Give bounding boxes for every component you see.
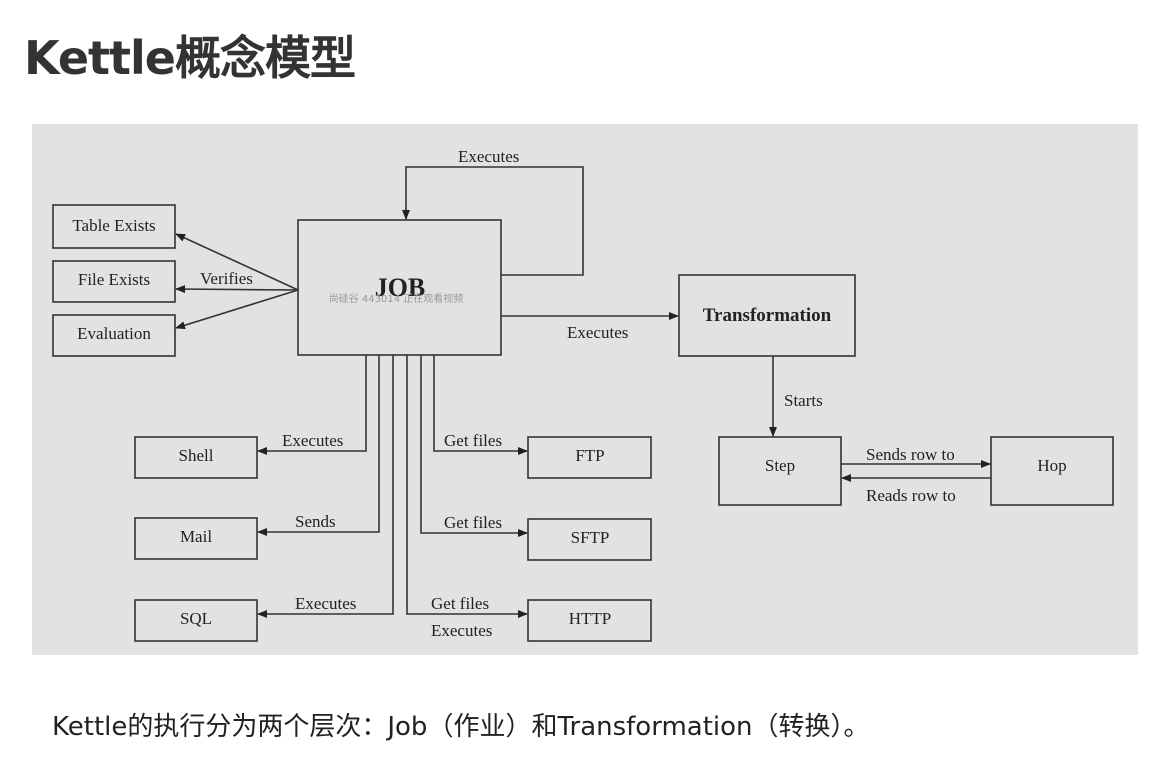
- node-step: Step: [718, 436, 842, 506]
- node-hop: Hop: [990, 436, 1114, 506]
- svg-text:File Exists: File Exists: [78, 270, 150, 289]
- svg-text:SQL: SQL: [180, 609, 212, 628]
- svg-text:FTP: FTP: [575, 446, 604, 465]
- svg-text:Get files: Get files: [431, 594, 489, 613]
- svg-text:Executes: Executes: [282, 431, 343, 450]
- node-ftp: FTP: [527, 436, 652, 479]
- diagram-background: [32, 124, 1138, 655]
- svg-text:Starts: Starts: [784, 391, 823, 410]
- svg-text:Executes: Executes: [431, 621, 492, 640]
- edge-job-loop: Executes: [402, 147, 584, 276]
- page-title: Kettle概念模型: [24, 31, 356, 85]
- svg-text:Get files: Get files: [444, 513, 502, 532]
- edge-mail: Sends: [257, 355, 380, 536]
- edge-reads-row: Reads row to: [841, 474, 991, 505]
- svg-text:HTTP: HTTP: [569, 609, 612, 628]
- node-table-exists: Table Exists: [52, 204, 176, 249]
- svg-text:Sends row to: Sends row to: [866, 445, 955, 464]
- svg-text:Executes: Executes: [567, 323, 628, 342]
- svg-text:Evaluation: Evaluation: [77, 324, 151, 343]
- svg-text:Mail: Mail: [180, 527, 212, 546]
- edge-sends-row: Sends row to: [841, 445, 991, 468]
- node-sftp: SFTP: [527, 518, 652, 561]
- edge-shell: Executes: [257, 355, 367, 455]
- svg-text:Executes: Executes: [295, 594, 356, 613]
- svg-text:Transformation: Transformation: [703, 305, 832, 326]
- node-http: HTTP: [527, 599, 652, 642]
- edge-starts: Starts: [769, 356, 823, 437]
- edge-http: Get files Executes: [406, 355, 528, 640]
- node-transformation: Transformation: [678, 274, 856, 357]
- svg-text:Hop: Hop: [1037, 456, 1066, 475]
- edge-sql: Executes: [257, 355, 394, 618]
- watermark: 尚硅谷 443014 正在观看视频: [329, 292, 464, 305]
- svg-text:Verifies: Verifies: [200, 269, 253, 288]
- svg-text:JOB: JOB: [375, 273, 426, 302]
- svg-text:Reads row to: Reads row to: [866, 486, 956, 505]
- svg-text:Shell: Shell: [179, 446, 214, 465]
- svg-text:Sends: Sends: [295, 512, 336, 531]
- svg-text:Get files: Get files: [444, 431, 502, 450]
- svg-text:Table Exists: Table Exists: [72, 216, 155, 235]
- svg-text:SFTP: SFTP: [571, 528, 610, 547]
- node-shell: Shell: [134, 436, 258, 479]
- node-evaluation: Evaluation: [52, 314, 176, 357]
- svg-text:Step: Step: [765, 456, 795, 475]
- edge-ftp: Get files: [433, 355, 528, 455]
- edge-sftp: Get files: [420, 355, 528, 537]
- svg-text:Executes: Executes: [458, 147, 519, 166]
- node-file-exists: File Exists: [52, 260, 176, 303]
- caption: Kettle的执行分为两个层次：Job（作业）和Transformation（转…: [52, 712, 870, 742]
- edge-job-to-transformation: Executes: [501, 312, 679, 342]
- node-mail: Mail: [134, 517, 258, 560]
- edge-verifies: Verifies: [175, 233, 299, 330]
- node-job: JOB 尚硅谷 443014 正在观看视频: [297, 219, 502, 356]
- node-sql: SQL: [134, 599, 258, 642]
